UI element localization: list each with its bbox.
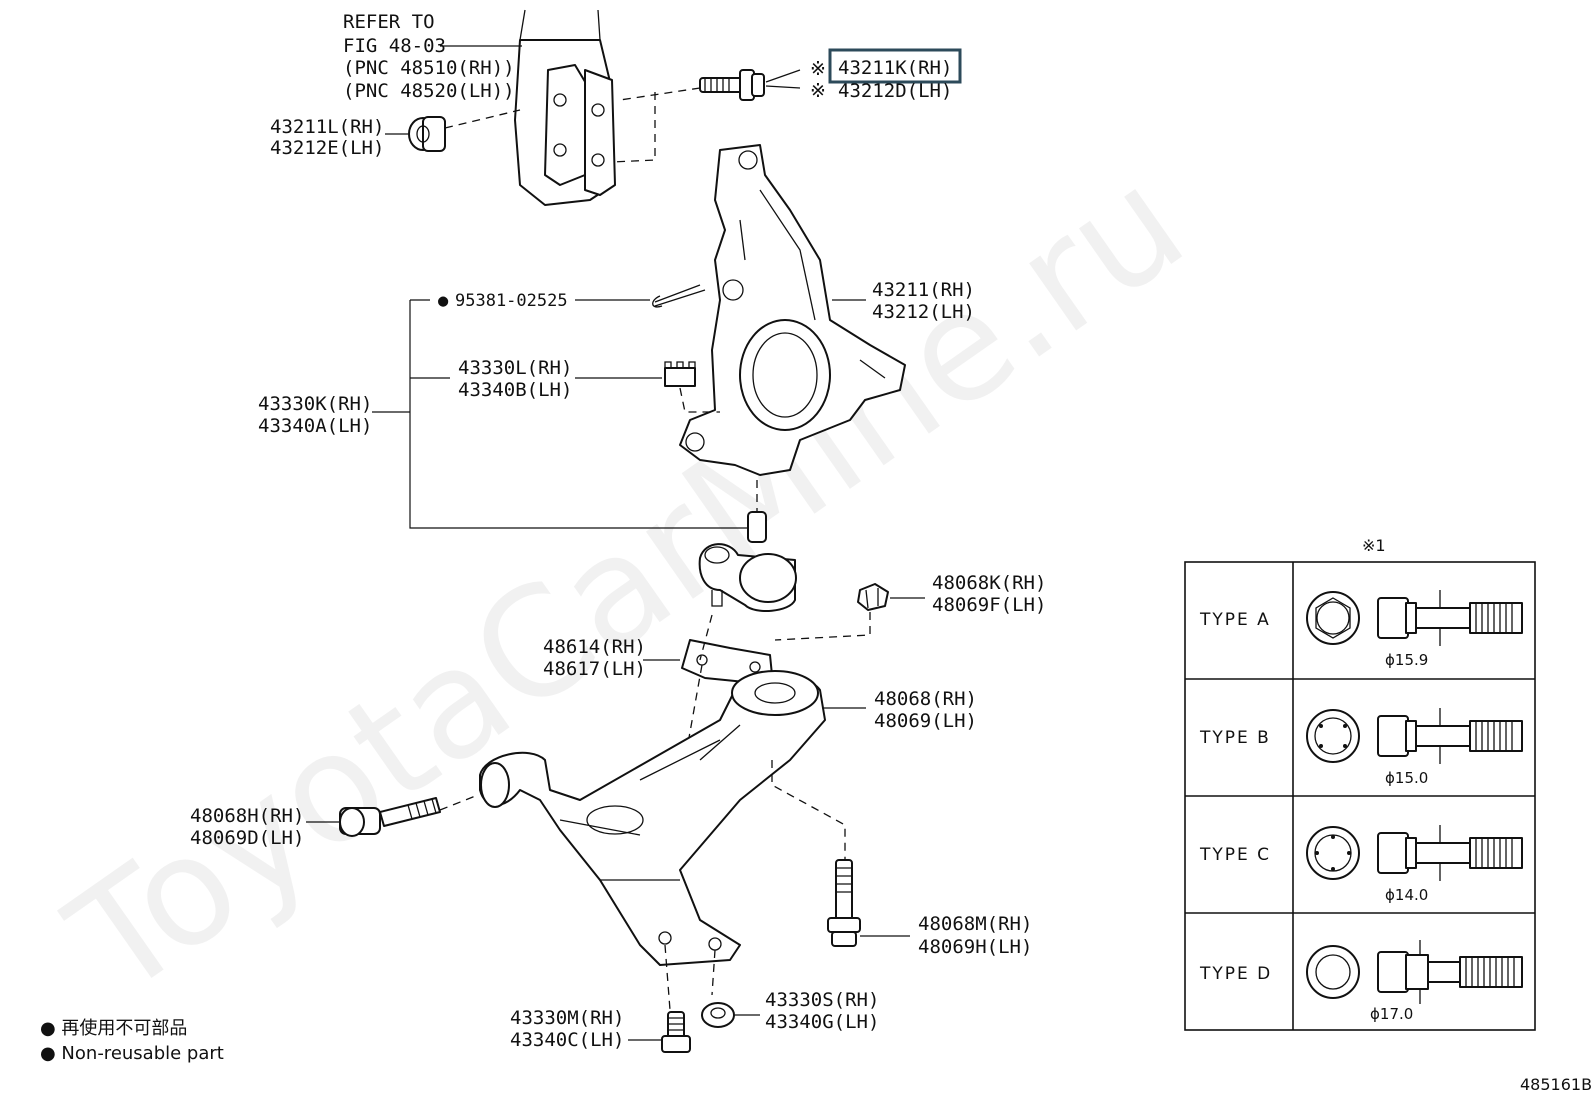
figure-code: 485161B bbox=[1520, 1075, 1592, 1094]
label-bolt-front-rh: 48068H(RH) bbox=[190, 805, 304, 827]
ball-joint-drawing bbox=[698, 511, 797, 612]
top-bolt-drawing bbox=[699, 69, 765, 101]
type-a-label: TYPE A bbox=[1199, 610, 1271, 630]
label-bolt-top-rh: 43211K(RH) bbox=[838, 57, 952, 79]
type-d-label: TYPE D bbox=[1199, 964, 1272, 984]
types-row-a: TYPE A ϕ15.9 bbox=[1199, 590, 1523, 669]
label-knuckle-rh: 43211(RH) bbox=[872, 279, 975, 301]
label-balljoint-lh: 43340A(LH) bbox=[258, 415, 372, 437]
label-nut-bottom-lh: 43340G(LH) bbox=[765, 1011, 879, 1033]
label-bolt-bottom-lh: 43340C(LH) bbox=[510, 1029, 624, 1051]
type-b-bolt-side-view bbox=[1377, 708, 1523, 764]
refer-line2: FIG 48-03 bbox=[343, 35, 446, 57]
label-arm-rh: 48068(RH) bbox=[874, 688, 977, 710]
type-a-bolt-end-view bbox=[1306, 591, 1360, 645]
label-bolt-bottom-rh: 43330M(RH) bbox=[510, 1007, 624, 1029]
type-a-diameter: ϕ15.9 bbox=[1385, 651, 1428, 669]
bushing-drawing bbox=[408, 116, 446, 152]
rear-bolt-drawing bbox=[827, 859, 861, 947]
bottom-bolt-drawing bbox=[661, 1011, 691, 1053]
type-b-label: TYPE B bbox=[1199, 728, 1271, 748]
label-bolt-front-lh: 48069D(LH) bbox=[190, 827, 304, 849]
pin-mark: ● bbox=[438, 291, 449, 311]
type-c-bolt-side-view bbox=[1377, 825, 1523, 881]
type-c-diameter: ϕ14.0 bbox=[1385, 886, 1428, 904]
type-d-bolt-end-view bbox=[1306, 945, 1360, 999]
label-bolt-rear-rh: 48068M(RH) bbox=[918, 913, 1032, 935]
steering-knuckle-drawing bbox=[679, 144, 906, 476]
refer-line1: REFER TO bbox=[343, 11, 435, 33]
types-row-c: TYPE C ϕ14.0 bbox=[1199, 825, 1523, 904]
legend-en: ● Non-reusable part bbox=[40, 1043, 224, 1064]
legend-jp: ● 再使用不可部品 bbox=[40, 1018, 187, 1039]
bottom-nut-drawing bbox=[701, 1002, 735, 1028]
label-knuckle-lh: 43212(LH) bbox=[872, 301, 975, 323]
label-nut-top-lh: 43340B(LH) bbox=[458, 379, 572, 401]
label-arm-lh: 48069(LH) bbox=[874, 710, 977, 732]
type-c-label: TYPE C bbox=[1199, 845, 1271, 865]
cotter-pin-drawing bbox=[652, 284, 706, 308]
label-bushing-rh: 43211L(RH) bbox=[270, 116, 384, 138]
label-pin: 95381-02525 bbox=[455, 291, 568, 311]
refer-line4: (PNC 48520(LH)) bbox=[343, 80, 515, 102]
type-d-bolt-side-view bbox=[1377, 940, 1523, 1004]
label-nut-arm-rh: 48068K(RH) bbox=[932, 572, 1046, 594]
highlight-box bbox=[828, 48, 962, 84]
arm-nut-drawing bbox=[857, 583, 889, 611]
label-balljoint-rh: 43330K(RH) bbox=[258, 393, 372, 415]
strut-bracket-drawing bbox=[514, 9, 616, 206]
label-bushing-lh: 43212E(LH) bbox=[270, 137, 384, 159]
front-bolt-drawing bbox=[339, 797, 441, 837]
label-plate-rh: 48614(RH) bbox=[543, 636, 646, 658]
types-table: ※1 TYPE A ϕ15.9 TYPE bbox=[1184, 536, 1536, 1031]
label-nut-top-rh: 43330L(RH) bbox=[458, 357, 572, 379]
ref-mark-2: ※ bbox=[810, 80, 826, 102]
refer-line3: (PNC 48510(RH)) bbox=[343, 57, 515, 79]
type-b-diameter: ϕ15.0 bbox=[1385, 769, 1428, 787]
label-bolt-rear-lh: 48069H(LH) bbox=[918, 936, 1032, 958]
legend: ● 再使用不可部品 ● Non-reusable part bbox=[40, 1018, 224, 1064]
label-nut-arm-lh: 48069F(LH) bbox=[932, 594, 1046, 616]
label-bolt-top-lh: 43212D(LH) bbox=[838, 80, 952, 102]
label-nut-bottom-rh: 43330S(RH) bbox=[765, 989, 879, 1011]
castle-nut-drawing bbox=[664, 361, 696, 387]
labels: REFER TO FIG 48-03 (PNC 48510(RH)) (PNC … bbox=[190, 11, 1046, 1051]
type-a-bolt-side-view bbox=[1377, 590, 1523, 646]
type-c-bolt-end-view bbox=[1306, 826, 1360, 880]
lower-arm-drawing bbox=[479, 670, 826, 966]
type-d-diameter: ϕ17.0 bbox=[1370, 1005, 1413, 1023]
types-table-header: ※1 bbox=[1362, 536, 1386, 555]
label-plate-lh: 48617(LH) bbox=[543, 658, 646, 680]
type-b-bolt-end-view bbox=[1306, 709, 1360, 763]
types-row-b: TYPE B ϕ15.0 bbox=[1199, 708, 1523, 787]
types-row-d: TYPE D ϕ17.0 bbox=[1199, 940, 1523, 1023]
ref-mark-1: ※ bbox=[810, 58, 826, 80]
